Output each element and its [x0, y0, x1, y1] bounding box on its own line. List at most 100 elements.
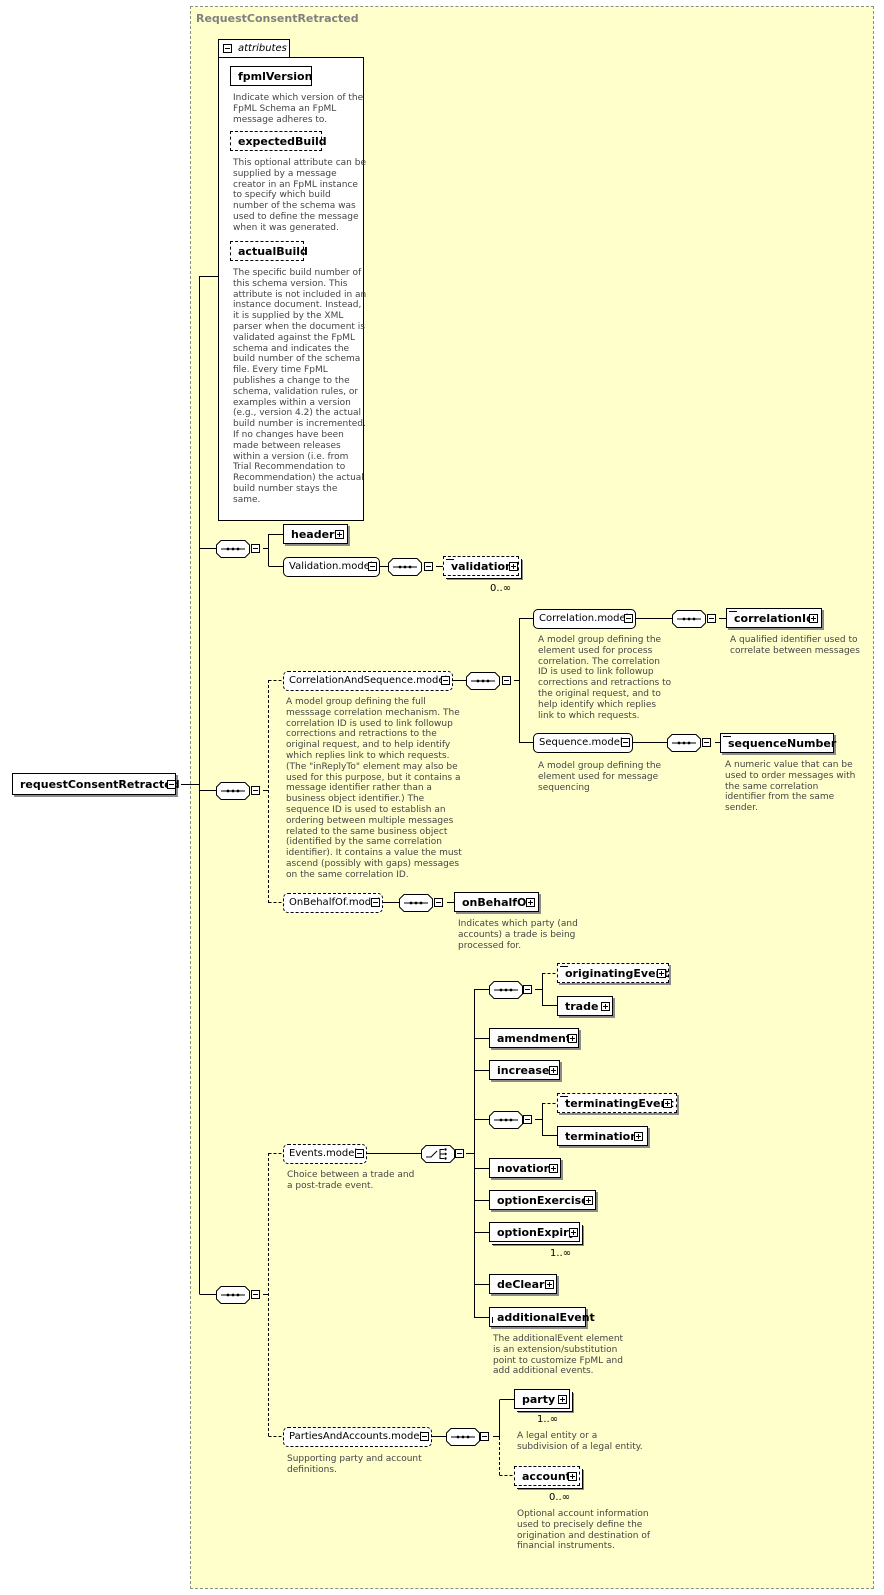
element-validation[interactable]: validation — [443, 556, 519, 576]
sequence-compositor-icon[interactable] — [667, 734, 701, 752]
collapse-icon[interactable] — [707, 614, 716, 623]
element-termination[interactable]: termination — [557, 1126, 648, 1146]
root-element[interactable]: requestConsentRetracted — [12, 773, 180, 795]
sequence-compositor-icon[interactable] — [388, 558, 422, 576]
element-terminating-event[interactable]: terminatingEvent — [557, 1093, 677, 1113]
frame-title: RequestConsentRetracted — [196, 12, 359, 25]
attribute-fpmlversion[interactable]: fpmlVersion — [230, 66, 312, 86]
expand-icon[interactable] — [568, 1472, 577, 1481]
sequence-compositor-icon[interactable] — [489, 981, 523, 999]
sequence-compositor-icon[interactable] — [216, 540, 250, 558]
complex-type-mark — [446, 559, 454, 560]
expand-icon[interactable] — [568, 1034, 577, 1043]
element-novation[interactable]: novation — [489, 1158, 561, 1178]
element-on-behalf-of[interactable]: onBehalfOf — [454, 892, 539, 912]
element-additional-event[interactable]: additionalEvent — [489, 1307, 595, 1327]
group-on-behalf-of-model[interactable]: OnBehalfOf.model — [283, 893, 383, 913]
element-description: A numeric value that can be used to orde… — [725, 760, 856, 814]
expand-icon[interactable] — [549, 1066, 558, 1075]
element-party[interactable]: party — [514, 1389, 570, 1409]
element-trade[interactable]: trade — [557, 996, 613, 1016]
element-option-expiry[interactable]: optionExpiry — [489, 1222, 580, 1242]
element-description: Indicates which party (and accounts) a t… — [458, 919, 578, 951]
sequence-compositor-icon[interactable] — [216, 782, 250, 800]
collapse-icon[interactable] — [441, 676, 450, 685]
attribute-expectedbuild[interactable]: expectedBuild — [230, 131, 327, 151]
element-correlation-id[interactable]: correlationId — [726, 608, 822, 628]
expand-icon[interactable] — [526, 898, 535, 907]
group-sequence-model[interactable]: Sequence.model — [533, 733, 633, 753]
element-header[interactable]: header — [283, 524, 348, 544]
sequence-compositor-icon[interactable] — [466, 672, 500, 690]
collapse-icon[interactable] — [424, 562, 433, 571]
element-de-clear[interactable]: deClear — [489, 1274, 557, 1294]
complex-type-mark — [723, 736, 731, 737]
attribute-description: This optional attribute can be supplied … — [233, 158, 366, 233]
complex-type-mark — [560, 966, 568, 967]
element-sequence-number[interactable]: sequenceNumber — [720, 733, 836, 753]
collapse-icon[interactable] — [355, 1149, 364, 1158]
sequence-compositor-icon[interactable] — [399, 894, 433, 912]
collapse-icon[interactable] — [523, 1115, 532, 1124]
element-description: Optional account information used to pre… — [517, 1509, 650, 1552]
group-correlation-model[interactable]: Correlation.model — [533, 609, 636, 629]
expand-icon[interactable] — [558, 1395, 567, 1404]
sequence-compositor-icon[interactable] — [489, 1111, 523, 1129]
expand-icon[interactable] — [584, 1196, 593, 1205]
occurrence-label: 1..∞ — [550, 1248, 572, 1259]
collapse-icon[interactable] — [621, 738, 630, 747]
collapse-icon[interactable] — [523, 985, 532, 994]
group-description: Choice between a trade and a post-trade … — [287, 1170, 415, 1191]
collapse-icon[interactable] — [223, 44, 232, 53]
expand-icon[interactable] — [335, 530, 344, 539]
collapse-icon[interactable] — [371, 898, 380, 907]
element-amendment[interactable]: amendment — [489, 1028, 579, 1048]
attributes-label: attributes — [238, 43, 287, 54]
group-parties-and-accounts-model[interactable]: PartiesAndAccounts.model — [283, 1427, 432, 1447]
collapse-icon[interactable] — [167, 780, 176, 789]
sequence-compositor-icon[interactable] — [672, 610, 706, 628]
sequence-compositor-icon[interactable] — [446, 1428, 480, 1446]
expand-icon[interactable] — [809, 614, 818, 623]
group-correlation-and-sequence-model[interactable]: CorrelationAndSequence.model — [283, 671, 453, 691]
attribute-actualbuild[interactable]: actualBuild — [230, 241, 308, 261]
group-description: A model group defining the full messsage… — [286, 697, 462, 880]
collapse-icon[interactable] — [502, 676, 511, 685]
occurrence-label: 1..∞ — [537, 1414, 559, 1425]
collapse-icon[interactable] — [251, 786, 260, 795]
collapse-icon[interactable] — [251, 1290, 260, 1299]
expand-icon[interactable] — [549, 1164, 558, 1173]
element-description: The additionalEvent element is an extens… — [493, 1334, 624, 1377]
collapse-icon[interactable] — [455, 1149, 464, 1158]
element-originating-event[interactable]: originatingEvent — [557, 963, 669, 983]
expand-icon[interactable] — [569, 1228, 578, 1237]
group-description: Supporting party and account definitions… — [287, 1454, 422, 1475]
collapse-icon[interactable] — [434, 898, 443, 907]
expand-icon[interactable] — [545, 1280, 554, 1289]
complex-type-mark — [729, 611, 737, 612]
element-increase[interactable]: increase — [489, 1060, 560, 1080]
attribute-description: Indicate which version of the FpML Schem… — [233, 93, 364, 125]
collapse-icon[interactable] — [480, 1432, 489, 1441]
sequence-compositor-icon[interactable] — [216, 1286, 250, 1304]
expand-icon[interactable] — [601, 1002, 610, 1011]
collapse-icon[interactable] — [251, 544, 260, 553]
group-validation-model[interactable]: Validation.model — [283, 557, 380, 577]
expand-icon[interactable] — [663, 1099, 672, 1108]
element-description: A qualified identifier used to correlate… — [730, 635, 860, 656]
collapse-icon[interactable] — [420, 1432, 429, 1441]
occurrence-label: 0..∞ — [490, 583, 512, 594]
collapse-icon[interactable] — [624, 614, 633, 623]
collapse-icon[interactable] — [368, 562, 377, 571]
element-account[interactable]: account — [514, 1466, 580, 1486]
element-option-exercise[interactable]: optionExercise — [489, 1190, 596, 1210]
choice-compositor-icon[interactable] — [421, 1145, 455, 1163]
expand-icon[interactable] — [509, 562, 518, 571]
expand-icon[interactable] — [634, 1132, 643, 1141]
attributes-tab[interactable]: attributes — [218, 39, 290, 58]
group-events-model[interactable]: Events.model — [283, 1144, 367, 1164]
group-description: A model group defining the element used … — [538, 761, 662, 793]
expand-icon[interactable] — [657, 969, 666, 978]
collapse-icon[interactable] — [702, 738, 711, 747]
